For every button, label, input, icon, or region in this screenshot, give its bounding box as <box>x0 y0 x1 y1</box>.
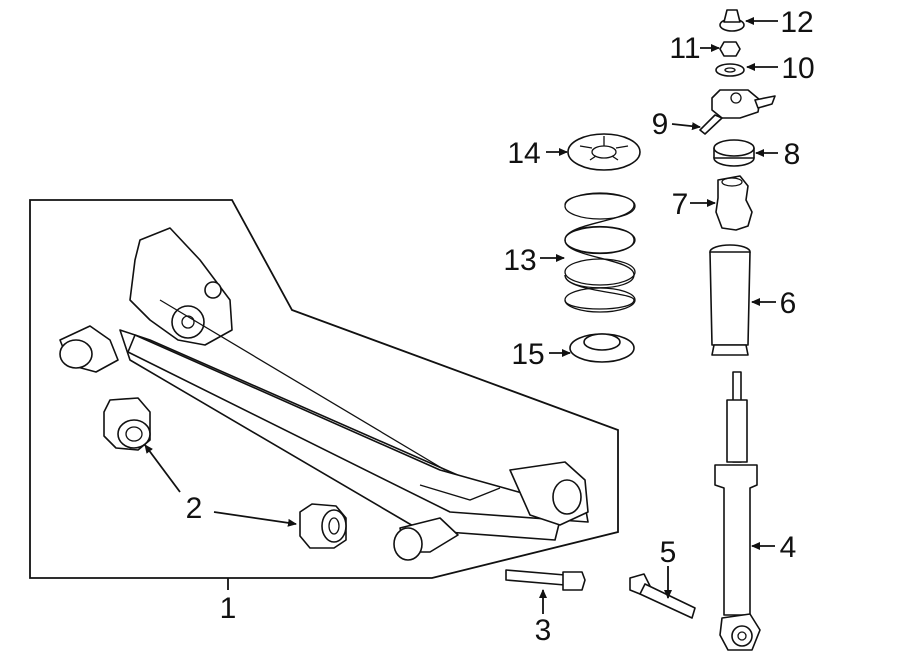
upper-spring-insulator <box>567 133 641 171</box>
dust-boot <box>709 244 751 356</box>
callout-5: 5 <box>660 536 677 569</box>
assembly-outline <box>29 199 619 579</box>
bolt-angled <box>629 573 696 619</box>
coil-spring <box>564 192 636 313</box>
callout-14: 14 <box>507 137 540 170</box>
leader-9 <box>671 122 701 131</box>
bolt-long <box>505 569 586 591</box>
rear-axle-beam <box>59 227 589 561</box>
cap <box>719 9 745 32</box>
axle-bushing-lower <box>299 503 347 549</box>
callout-1: 1 <box>220 592 237 625</box>
callout-2: 2 <box>186 492 203 525</box>
callout-12: 12 <box>780 6 813 39</box>
upper-seat <box>713 139 755 167</box>
callout-8: 8 <box>784 138 801 171</box>
callout-9: 9 <box>652 108 669 141</box>
shock-absorber <box>714 371 761 651</box>
leader-2b <box>213 511 297 527</box>
callout-11: 11 <box>669 32 700 65</box>
callout-10: 10 <box>781 52 814 85</box>
nut <box>719 41 741 57</box>
callout-4: 4 <box>780 531 797 564</box>
lower-spring-insulator <box>569 333 635 363</box>
callout-15: 15 <box>511 338 544 371</box>
bump-stop <box>715 175 753 231</box>
callout-13: 13 <box>503 244 536 277</box>
leader-2a <box>144 444 181 493</box>
callout-6: 6 <box>780 287 797 320</box>
washer <box>715 63 745 77</box>
callout-7: 7 <box>672 188 689 221</box>
axle-bushing-upper <box>103 397 151 451</box>
strut-mount <box>699 89 776 135</box>
callout-3: 3 <box>535 614 552 647</box>
